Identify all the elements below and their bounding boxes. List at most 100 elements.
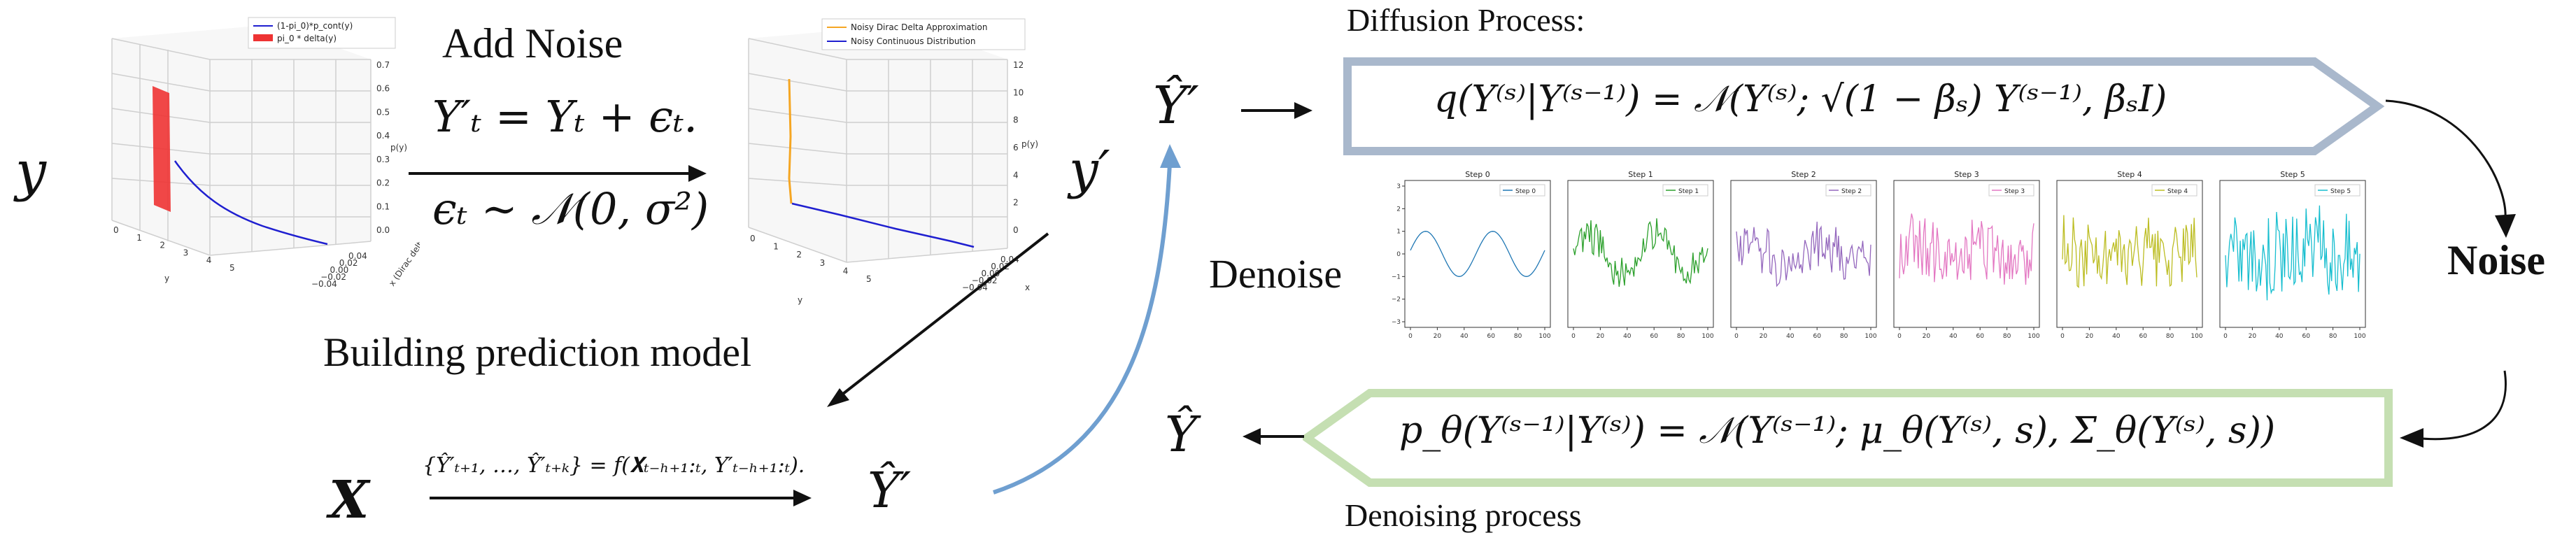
- step-chart-legend: [1825, 184, 1871, 197]
- step-chart-series-line: [1736, 221, 1871, 287]
- step-chart-x-tick: 40: [1786, 333, 1795, 340]
- plot1-z-tick: 0.5: [376, 107, 390, 117]
- plot1-legend: (1-pi_0)*p_cont(y) pi_0 * delta(y): [248, 17, 396, 49]
- plot1-z-tick: 0.6: [376, 84, 390, 94]
- step-chart-x-tick: 60: [1976, 333, 1984, 340]
- step-chart-x-tick: 80: [2329, 333, 2337, 340]
- plot1-z-label: p(y): [390, 143, 407, 152]
- diffusion-box: [1343, 57, 2385, 155]
- arrow-add-noise: [409, 165, 707, 182]
- plot2-y-tick: 0: [750, 234, 756, 243]
- plot2-z-label: p(y): [1021, 139, 1038, 149]
- step-chart-x-tick: 20: [1760, 333, 1768, 340]
- step-chart-series-line: [2062, 215, 2198, 288]
- step-chart-title: Step 2: [1791, 170, 1816, 179]
- plot2-y-tick: 4: [843, 266, 849, 276]
- step-chart-y-tick: −1: [1392, 273, 1401, 280]
- plot2-z-tick: 2: [1013, 198, 1019, 208]
- plot2-y-tick: 3: [820, 258, 826, 268]
- step-chart-x-tick: 20: [2086, 333, 2094, 340]
- step-chart-y-tick: 0: [1396, 251, 1401, 258]
- plot2-z-tick: 10: [1013, 87, 1024, 97]
- step-chart-x-tick: 100: [1864, 333, 1876, 340]
- step-chart-legend: [1499, 184, 1545, 197]
- step-chart-y-tick: 1: [1396, 229, 1401, 236]
- plot2-legend: Noisy Dirac Delta Approximation Noisy Co…: [821, 18, 1026, 50]
- plot1-x-tick: 0.00: [330, 265, 349, 275]
- plot1-x-tick: −0.04: [311, 279, 337, 287]
- arrow-to-model: [827, 232, 1049, 407]
- step-chart-legend-entry: Step 4: [2167, 188, 2188, 195]
- plot1-z-tick: 0.4: [376, 131, 390, 141]
- plot1-z-tick: 0.2: [376, 178, 390, 188]
- step-chart-legend: [1662, 184, 1708, 197]
- denoise-label: Denoise: [1209, 251, 1343, 297]
- y-symbol: y: [15, 140, 47, 203]
- step-chart-title: Step 1: [1628, 170, 1653, 179]
- step-chart-y-tick: −2: [1392, 297, 1401, 304]
- step-chart-x-tick: 80: [2003, 333, 2011, 340]
- plot1-legend-entry-1: pi_0 * delta(y): [277, 34, 337, 43]
- denoising-eq: p_θ(Y⁽ˢ⁻¹⁾|Y⁽ˢ⁾) = 𝒩(Y⁽ˢ⁻¹⁾; μ_θ(Y⁽ˢ⁾, s…: [1399, 410, 2276, 452]
- step-chart-x-tick: 40: [2112, 333, 2121, 340]
- step-chart-x-tick: 60: [2302, 333, 2310, 340]
- step-chart-x-tick: 100: [2354, 333, 2365, 340]
- plot1-y-tick: 5: [229, 263, 235, 273]
- step-chart-x-tick: 0: [2223, 333, 2228, 340]
- plot2-y-label: y: [798, 295, 802, 305]
- step-chart-x-tick: 60: [1813, 333, 1821, 340]
- step-chart-legend: [1988, 184, 2034, 197]
- plot2-z-tick: 0: [1013, 225, 1019, 235]
- noise-label: Noise: [2447, 237, 2545, 283]
- plot2-z-tick: 8: [1013, 115, 1019, 125]
- noise-curve-arrow: [2385, 99, 2516, 448]
- plot2-z-tick: 4: [1013, 170, 1019, 180]
- plot1-legend-entry-0: (1-pi_0)*p_cont(y): [277, 21, 353, 31]
- step-chart-y-tick: 2: [1396, 206, 1401, 213]
- plot1-x-tick: −0.02: [320, 272, 346, 282]
- step-chart-x-tick: 0: [2060, 333, 2065, 340]
- step-chart-frame: [2056, 180, 2203, 328]
- step-chart-legend: [2314, 184, 2361, 197]
- plot1-z-tick: 0.1: [376, 201, 390, 211]
- step-chart-legend-entry: Step 0: [1515, 188, 1536, 195]
- add-noise-label: Add Noise: [442, 20, 623, 66]
- step-chart-x-tick: 100: [2027, 333, 2039, 340]
- step-chart-y-tick: −3: [1392, 319, 1401, 326]
- step-chart-frame: [1893, 180, 2040, 328]
- step-chart-legend-entry: Step 3: [2004, 188, 2025, 195]
- step-chart-series-line: [1899, 213, 2034, 285]
- step-chart-legend-entry: Step 2: [1841, 188, 1862, 195]
- step-chart-x-tick: 20: [1923, 333, 1931, 340]
- plot1-y-label: y: [164, 273, 169, 283]
- plot1-y-tick: 4: [206, 255, 212, 265]
- step-chart-x-tick: 80: [2166, 333, 2174, 340]
- plot2-x-label: x: [1025, 283, 1030, 292]
- plot2-legend-entry-0: Noisy Dirac Delta Approximation: [851, 22, 987, 32]
- arrow-prediction: [430, 490, 812, 506]
- prediction-eq: {Ŷ′ₜ₊₁, …, Ŷ′ₜ₊ₖ} = f(𝐗ₜ₋ₕ₊₁:ₜ, Y′ₜ₋ₕ₊₁:…: [423, 453, 805, 478]
- step-chart-x-tick: 100: [1538, 333, 1550, 340]
- step-chart-x-tick: 60: [1650, 333, 1658, 340]
- step-chart-frame: [2219, 180, 2366, 328]
- plot2-z-tick: 12: [1013, 60, 1024, 70]
- step-chart-series-line: [1573, 218, 1708, 287]
- plot2-z-tick: 6: [1013, 143, 1019, 152]
- plot2-y-tick: 5: [866, 274, 872, 284]
- step-chart-frame: [1404, 180, 1551, 328]
- step-chart-x-tick: 20: [1434, 333, 1442, 340]
- step-chart-legend: [2151, 184, 2198, 197]
- noise-eq-top: Y′ₜ = Yₜ + ϵₜ.: [432, 91, 698, 142]
- step-chart-x-tick: 40: [1623, 333, 1632, 340]
- building-model-label: Building prediction model: [323, 329, 752, 375]
- step-chart-x-tick: 40: [2275, 333, 2284, 340]
- step-chart-x-tick: 0: [1571, 333, 1576, 340]
- arrow-to-diffusion: [1241, 102, 1312, 119]
